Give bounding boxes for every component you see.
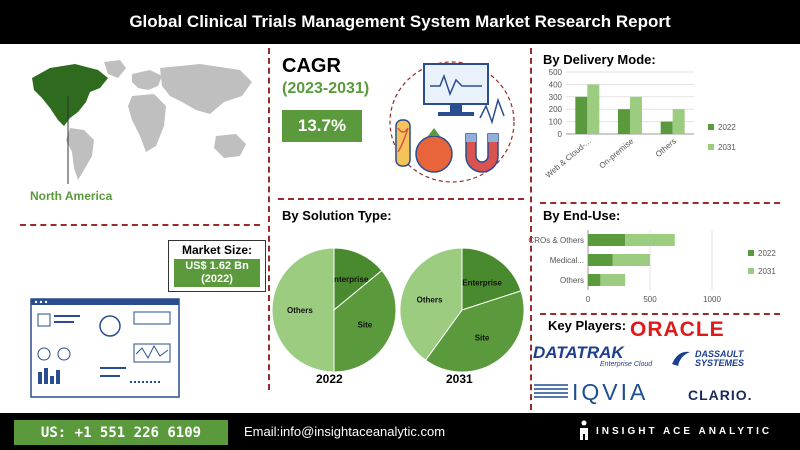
- region-label: North America: [30, 189, 113, 203]
- right-divider-2: [540, 313, 780, 315]
- vertical-divider-right: [530, 48, 532, 410]
- right-divider-1: [540, 202, 780, 204]
- pie-slice-others: [399, 247, 463, 361]
- y-tick-label: 400: [549, 80, 563, 89]
- y-tick-label: 0: [558, 130, 563, 139]
- flask-icon: [415, 135, 453, 173]
- pie-slice-others: [272, 247, 335, 373]
- dassault-logo-line2: SYSTEMES: [695, 358, 745, 368]
- datatrak-logo-tagline: Enterprise Cloud: [600, 361, 653, 368]
- pie-label: Enterprise: [329, 275, 369, 284]
- bar-2022: [618, 109, 630, 134]
- legend-label: 2031: [718, 143, 736, 152]
- x-tick-label: 500: [643, 295, 657, 304]
- pie-slice-site: [333, 269, 397, 373]
- greenland-region: [104, 60, 126, 78]
- end-use-title: By End-Use:: [543, 208, 621, 223]
- clario-logo: CLARIO.: [688, 387, 753, 403]
- magnet-icon: [465, 133, 499, 173]
- legend-swatch: [708, 124, 714, 130]
- key-players-title: Key Players:: [548, 318, 627, 333]
- category-label: Others: [654, 137, 678, 159]
- legend-swatch: [748, 250, 754, 256]
- legend-label: 2022: [758, 249, 776, 258]
- bar-2022: [588, 274, 601, 286]
- dassault-logo: DASSAULT SYSTEMES: [695, 350, 744, 368]
- left-divider: [20, 224, 260, 226]
- iqvia-logo-icon: [534, 384, 568, 398]
- bar-2022: [588, 254, 613, 266]
- category-label: CROs & Others: [528, 236, 584, 245]
- dashboard-illustration: [30, 298, 180, 398]
- y-tick-label: 300: [549, 93, 563, 102]
- cagr-value: 13.7%: [282, 110, 362, 142]
- pie-label: Others: [287, 306, 313, 315]
- oracle-logo: ORACLE: [630, 318, 725, 341]
- pie-label: Site: [358, 321, 373, 330]
- category-label: Others: [560, 276, 584, 285]
- brand-logo-icon: [580, 420, 588, 440]
- legend-label: 2031: [758, 267, 776, 276]
- market-size-value-amount: US$ 1.62 Bn: [185, 260, 249, 272]
- pie-slice-site: [424, 290, 525, 373]
- legend-label: 2022: [718, 123, 736, 132]
- iqvia-logo: IQVIA: [572, 379, 649, 405]
- bar-2031: [587, 84, 600, 134]
- bar-2031: [630, 96, 642, 134]
- world-map: [32, 60, 252, 184]
- dassault-logo-icon: [672, 351, 690, 366]
- market-size-label: Market Size:: [181, 243, 253, 257]
- report-title: Global Clinical Trials Management System…: [0, 0, 800, 44]
- y-tick-label: 200: [549, 105, 563, 114]
- north-america-region: [32, 64, 108, 126]
- africa-region: [128, 94, 166, 152]
- south-america-region: [66, 128, 94, 180]
- bar-2022: [575, 96, 588, 134]
- bar-2031: [612, 254, 650, 266]
- pie-slice-enterprise: [461, 247, 522, 311]
- cagr-period: (2023-2031): [282, 80, 370, 97]
- category-label: Medical...: [550, 256, 584, 265]
- australia-region: [214, 134, 246, 158]
- market-size-value: US$ 1.62 Bn (2022): [174, 259, 260, 287]
- pie-slice-enterprise: [333, 247, 383, 312]
- asia-region: [160, 64, 252, 114]
- x-tick-label: 1000: [703, 295, 721, 304]
- bar-2022: [660, 121, 673, 134]
- y-tick-label: 500: [549, 68, 563, 77]
- market-size-box: Market Size: US$ 1.62 Bn (2022): [168, 240, 266, 292]
- datatrak-logo: DATATRAK: [533, 343, 624, 362]
- legend-swatch: [708, 144, 714, 150]
- pie-year-2022: 2022: [316, 372, 343, 386]
- cagr-title: CAGR: [282, 55, 341, 77]
- middle-divider: [278, 198, 524, 200]
- x-tick-label: 0: [586, 295, 591, 304]
- europe-region: [132, 70, 162, 90]
- lab-illustration: [389, 61, 515, 183]
- brand-name: INSIGHT ACE ANALYTIC: [596, 426, 773, 437]
- pie-label: Site: [475, 334, 490, 343]
- legend-swatch: [748, 268, 754, 274]
- phone-number[interactable]: US: +1 551 226 6109: [14, 420, 228, 445]
- y-tick-label: 100: [549, 118, 563, 127]
- bar-2031: [672, 109, 685, 134]
- pie-label: Others: [417, 295, 443, 304]
- delivery-mode-title: By Delivery Mode:: [543, 52, 656, 67]
- vertical-divider-left: [268, 48, 270, 390]
- dassault-logo-line1: DASSAULT: [695, 349, 744, 359]
- pie-year-2031: 2031: [446, 372, 473, 386]
- pie-label: Enterprise: [462, 278, 502, 287]
- email-address[interactable]: Email:info@insightaceanalytic.com: [244, 424, 446, 439]
- category-label: Web & Cloud-...: [544, 137, 593, 180]
- pulse-line-icon: [430, 73, 482, 97]
- bar-2031: [600, 274, 626, 286]
- bar-2022: [588, 234, 626, 246]
- market-size-value-year: (2022): [201, 273, 233, 285]
- bar-2031: [625, 234, 675, 246]
- solution-type-title: By Solution Type:: [282, 208, 392, 223]
- category-label: On-premise: [597, 136, 635, 170]
